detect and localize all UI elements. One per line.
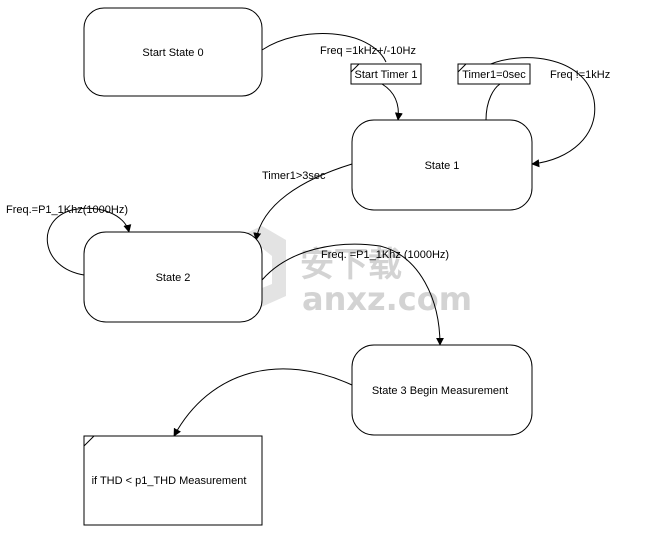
- edge-state2-to-state3: [261, 243, 444, 346]
- measurement-box-label: if THD < p1_THD Measurement: [92, 475, 247, 487]
- edge-state2-self-loop: [46, 207, 132, 276]
- state-start-0-label: Start State 0: [142, 47, 203, 59]
- action-timer1-reset-corner-mark: [457, 63, 467, 73]
- edge-timer-to-state1: [381, 83, 403, 121]
- action-start-timer-1-corner-mark: [350, 63, 360, 73]
- state-2-label: State 2: [156, 272, 191, 284]
- state-2-box[interactable]: [83, 231, 263, 323]
- state-3-label: State 3 Begin Measurement: [372, 385, 508, 397]
- transition-labels: Freq =1kHz+/-10Hz Freq !=1kHz Timer1>3se…: [6, 45, 610, 261]
- state-start-0-box[interactable]: [83, 7, 263, 97]
- edge-state3-to-measurement: [173, 368, 353, 437]
- state-3-box[interactable]: [351, 344, 533, 436]
- label-timer1-gt-3sec: Timer1>3sec: [262, 170, 326, 182]
- measurement-box-rect[interactable]: [83, 435, 263, 526]
- edge-start-to-timer: [261, 33, 387, 63]
- label-freq-not-1khz: Freq !=1kHz: [550, 69, 610, 81]
- transitions: [46, 33, 596, 437]
- state-start-0[interactable]: Start State 0: [83, 7, 263, 97]
- label-freq-p1-1khz-self: Freq.=P1_1Khz(1000Hz): [6, 204, 128, 216]
- label-freq-1khz-tolerance: Freq =1kHz+/-10Hz: [320, 45, 416, 57]
- edge-freq-not-1khz: [485, 57, 596, 168]
- measurement-box-corner-mark: [83, 435, 95, 447]
- action-start-timer-1[interactable]: Start Timer 1: [350, 63, 422, 85]
- edge-state1-to-state2: [253, 163, 353, 241]
- action-timer1-reset-box[interactable]: [457, 63, 531, 85]
- action-start-timer-1-box[interactable]: [350, 63, 422, 85]
- watermark: 安下载 anxz.com: [226, 226, 472, 318]
- watermark-text-url: anxz.com: [302, 280, 472, 318]
- state-2[interactable]: State 2: [83, 231, 263, 323]
- state-1-box[interactable]: [351, 119, 533, 211]
- label-freq-p1-1khz-to-state3: Freq. =P1_1Khz (1000Hz): [321, 249, 449, 261]
- action-timer1-reset-label: Timer1=0sec: [462, 69, 526, 81]
- state-1-label: State 1: [425, 160, 460, 172]
- state-3[interactable]: State 3 Begin Measurement: [351, 344, 533, 436]
- measurement-box[interactable]: if THD < p1_THD Measurement: [83, 435, 263, 526]
- edge-state1-to-timer1-reset: [485, 83, 501, 121]
- watermark-text-cn: 安下载: [300, 245, 402, 285]
- action-timer1-reset[interactable]: Timer1=0sec: [457, 63, 531, 85]
- state-1[interactable]: State 1: [351, 119, 533, 211]
- action-start-timer-1-label: Start Timer 1: [355, 69, 418, 81]
